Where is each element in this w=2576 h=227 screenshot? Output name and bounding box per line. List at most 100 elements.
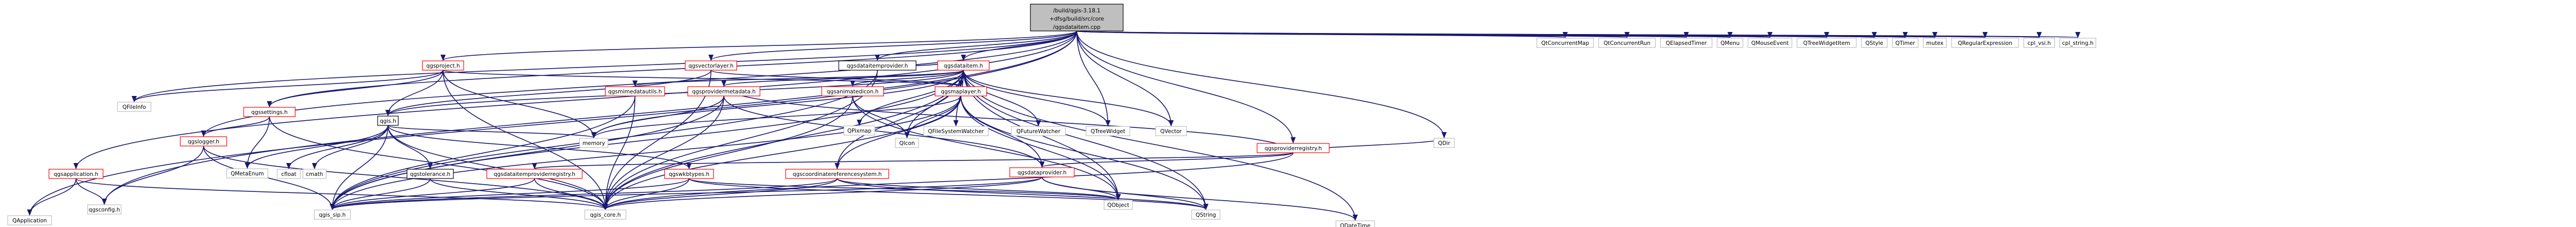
node-box (2023, 38, 2055, 48)
edge-qgsproviderregistry-to-qgsprovidermetadata (721, 86, 1294, 153)
node-QFutureWatcher[interactable]: QFutureWatcher (1011, 126, 1066, 136)
node-box (1191, 209, 1221, 220)
node-box (838, 60, 917, 71)
node-QMenu[interactable]: QMenu (1717, 38, 1743, 48)
node-qgsmimedatautils[interactable]: qgsmimedatautils.h (605, 86, 665, 96)
node-QDateTime[interactable]: QDateTime (1335, 220, 1375, 227)
edge-qgsmaplayer-to-memory (591, 95, 961, 138)
node-qgsproviderregistry[interactable]: qgsproviderregistry.h (1257, 143, 1330, 153)
node-qgsdataprovider[interactable]: qgsdataprovider.h (1009, 167, 1075, 177)
node-label: qgsproject.h (426, 63, 460, 69)
node-qgswkbtypes[interactable]: qgswkbtypes.h (664, 169, 714, 179)
node-label: QString (1196, 212, 1216, 218)
edge-root-to-qgsconfig (101, 30, 1077, 205)
node-QtConcurrentMap[interactable]: QtConcurrentMap (1536, 38, 1594, 48)
node-label: QTimer (1895, 40, 1916, 46)
node-qgis_sip[interactable]: qgis_sip.h (314, 209, 351, 220)
node-cmath[interactable]: cmath (302, 169, 327, 179)
edge-qgsproviderregistry-to-qgis_core (603, 152, 1294, 210)
edge-qgis-to-memory (387, 125, 597, 138)
node-QDir[interactable]: QDir (1433, 138, 1455, 148)
node-QObject[interactable]: QObject (1104, 200, 1133, 210)
node-cpl_vsi[interactable]: cpl_vsi.h (2023, 38, 2055, 48)
node-label: qgsapplication.h (54, 171, 98, 177)
edge-qgsmimedatautils-to-qgis_sip (330, 95, 636, 210)
node-QElapsedTimer[interactable]: QElapsedTimer (1660, 38, 1713, 48)
node-QFileInfo[interactable]: QFileInfo (117, 102, 151, 112)
node-box (1797, 38, 1857, 48)
node-QMetaEnum[interactable]: QMetaEnum (226, 168, 268, 179)
node-qgsdataitem[interactable]: qgsdataitem.h (937, 60, 990, 71)
node-qgis[interactable]: qgis.h (377, 116, 399, 126)
node-qgsdataitemprovider[interactable]: qgsdataitemprovider.h (838, 60, 917, 71)
node-QRegularExpression[interactable]: QRegularExpression (1951, 38, 2019, 48)
edge-qgstolerance-to-qgis_sip (330, 178, 431, 210)
edge-qgsdataitem-to-qgsprovidermetadata (721, 70, 964, 87)
node-qgstolerance[interactable]: qgstolerance.h (406, 169, 454, 179)
node-root[interactable]: /build/qgis-3.18.1+dfsg/build/src/core/q… (1030, 4, 1124, 31)
node-label: QFileInfo (123, 104, 146, 110)
node-label: qgsproviderregistry.h (1264, 145, 1321, 152)
edge-qgis-to-qgswkbtypes (387, 125, 692, 169)
node-mutex[interactable]: mutex (1923, 38, 1947, 48)
node-qgssettings[interactable]: qgssettings.h (243, 107, 296, 117)
edge-qgsmaplayer-to-qgis_core (603, 95, 961, 210)
node-box (486, 169, 583, 179)
node-box (687, 86, 760, 96)
node-box (1030, 4, 1124, 31)
node-cfloat[interactable]: cfloat (277, 169, 301, 179)
node-label: QFileSystemWatcher (928, 128, 984, 135)
node-label: QMenu (1720, 40, 1739, 46)
node-qgsmaplayer[interactable]: qgsmaplayer.h (935, 86, 987, 96)
node-QVector[interactable]: QVector (1155, 126, 1187, 136)
node-QMouseEvent[interactable]: QMouseEvent (1748, 38, 1792, 48)
node-box (1861, 38, 1888, 48)
node-QIcon[interactable]: QIcon (895, 138, 919, 148)
node-cpl_string[interactable]: cpl_string.h (2059, 38, 2096, 48)
node-label: +dfsg/build/src/core (1049, 16, 1104, 22)
node-QTreeWidgetItem[interactable]: QTreeWidgetItem (1797, 38, 1857, 48)
node-label: QTreeWidget (1091, 128, 1125, 135)
node-label: QIcon (899, 140, 914, 147)
edge-root-to-QFileInfo (131, 30, 1077, 102)
node-QApplication[interactable]: QApplication (7, 215, 52, 225)
node-qgsconfig[interactable]: qgsconfig.h (87, 204, 122, 215)
node-box (1009, 167, 1075, 177)
node-qgsanimatedicon[interactable]: qgsanimatedicon.h (821, 86, 884, 96)
node-label: qgsdataitemproviderregistry.h (494, 171, 575, 177)
edge-root-to-qgsdataitemprovider (875, 30, 1077, 61)
edge-qgsproject-to-qgis (385, 70, 444, 116)
node-box (226, 168, 268, 179)
node-qgsproject[interactable]: qgsproject.h (422, 60, 464, 71)
node-qgsprovidermetadata[interactable]: qgsprovidermetadata.h (687, 86, 760, 96)
node-QTreeWidget[interactable]: QTreeWidget (1086, 126, 1130, 136)
edge-root-to-QVector (1076, 30, 1174, 126)
node-qgsdataitemproviderregistry[interactable]: qgsdataitemproviderregistry.h (486, 169, 583, 179)
node-QStyle[interactable]: QStyle (1861, 38, 1888, 48)
node-qgslogger[interactable]: qgslogger.h (180, 136, 227, 147)
node-box (1717, 38, 1743, 48)
node-label: qgswkbtypes.h (669, 171, 709, 177)
node-qgsvectorlayer[interactable]: qgsvectorlayer.h (685, 60, 737, 71)
edge-qgsmaplayer-to-QIcon (904, 95, 961, 138)
node-QPixmap[interactable]: QPixmap (843, 125, 875, 136)
edge-qgsproviderregistry-to-qgsdataitemproviderregistry (532, 152, 1294, 169)
node-qgscoordinatereferencesystem[interactable]: qgscoordinatereferencesystem.h (785, 169, 889, 179)
edge-qgsproject-to-qgsmaplayer (443, 70, 963, 87)
edge-root-to-qgsproject (440, 30, 1077, 61)
node-label: qgsconfig.h (89, 207, 120, 213)
node-box (1433, 138, 1455, 148)
edge-qgsdataitem-to-QPixmap (857, 70, 964, 126)
node-qgsapplication[interactable]: qgsapplication.h (48, 169, 104, 179)
node-label: QtConcurrentMap (1541, 40, 1589, 46)
node-QString[interactable]: QString (1191, 209, 1221, 220)
node-memory[interactable]: memory (579, 138, 608, 148)
node-qgis_core[interactable]: qgis_core.h (584, 209, 626, 220)
edge-root-to-qgsapplication (73, 30, 1077, 169)
edge-qgscoordinatereferencesystem-to-qgis_core (603, 178, 838, 210)
node-QFileSystemWatcher[interactable]: QFileSystemWatcher (923, 126, 989, 136)
node-box (1011, 126, 1066, 136)
node-box (243, 107, 296, 117)
node-QTimer[interactable]: QTimer (1892, 38, 1919, 48)
node-QtConcurrentRun[interactable]: QtConcurrentRun (1598, 38, 1656, 48)
